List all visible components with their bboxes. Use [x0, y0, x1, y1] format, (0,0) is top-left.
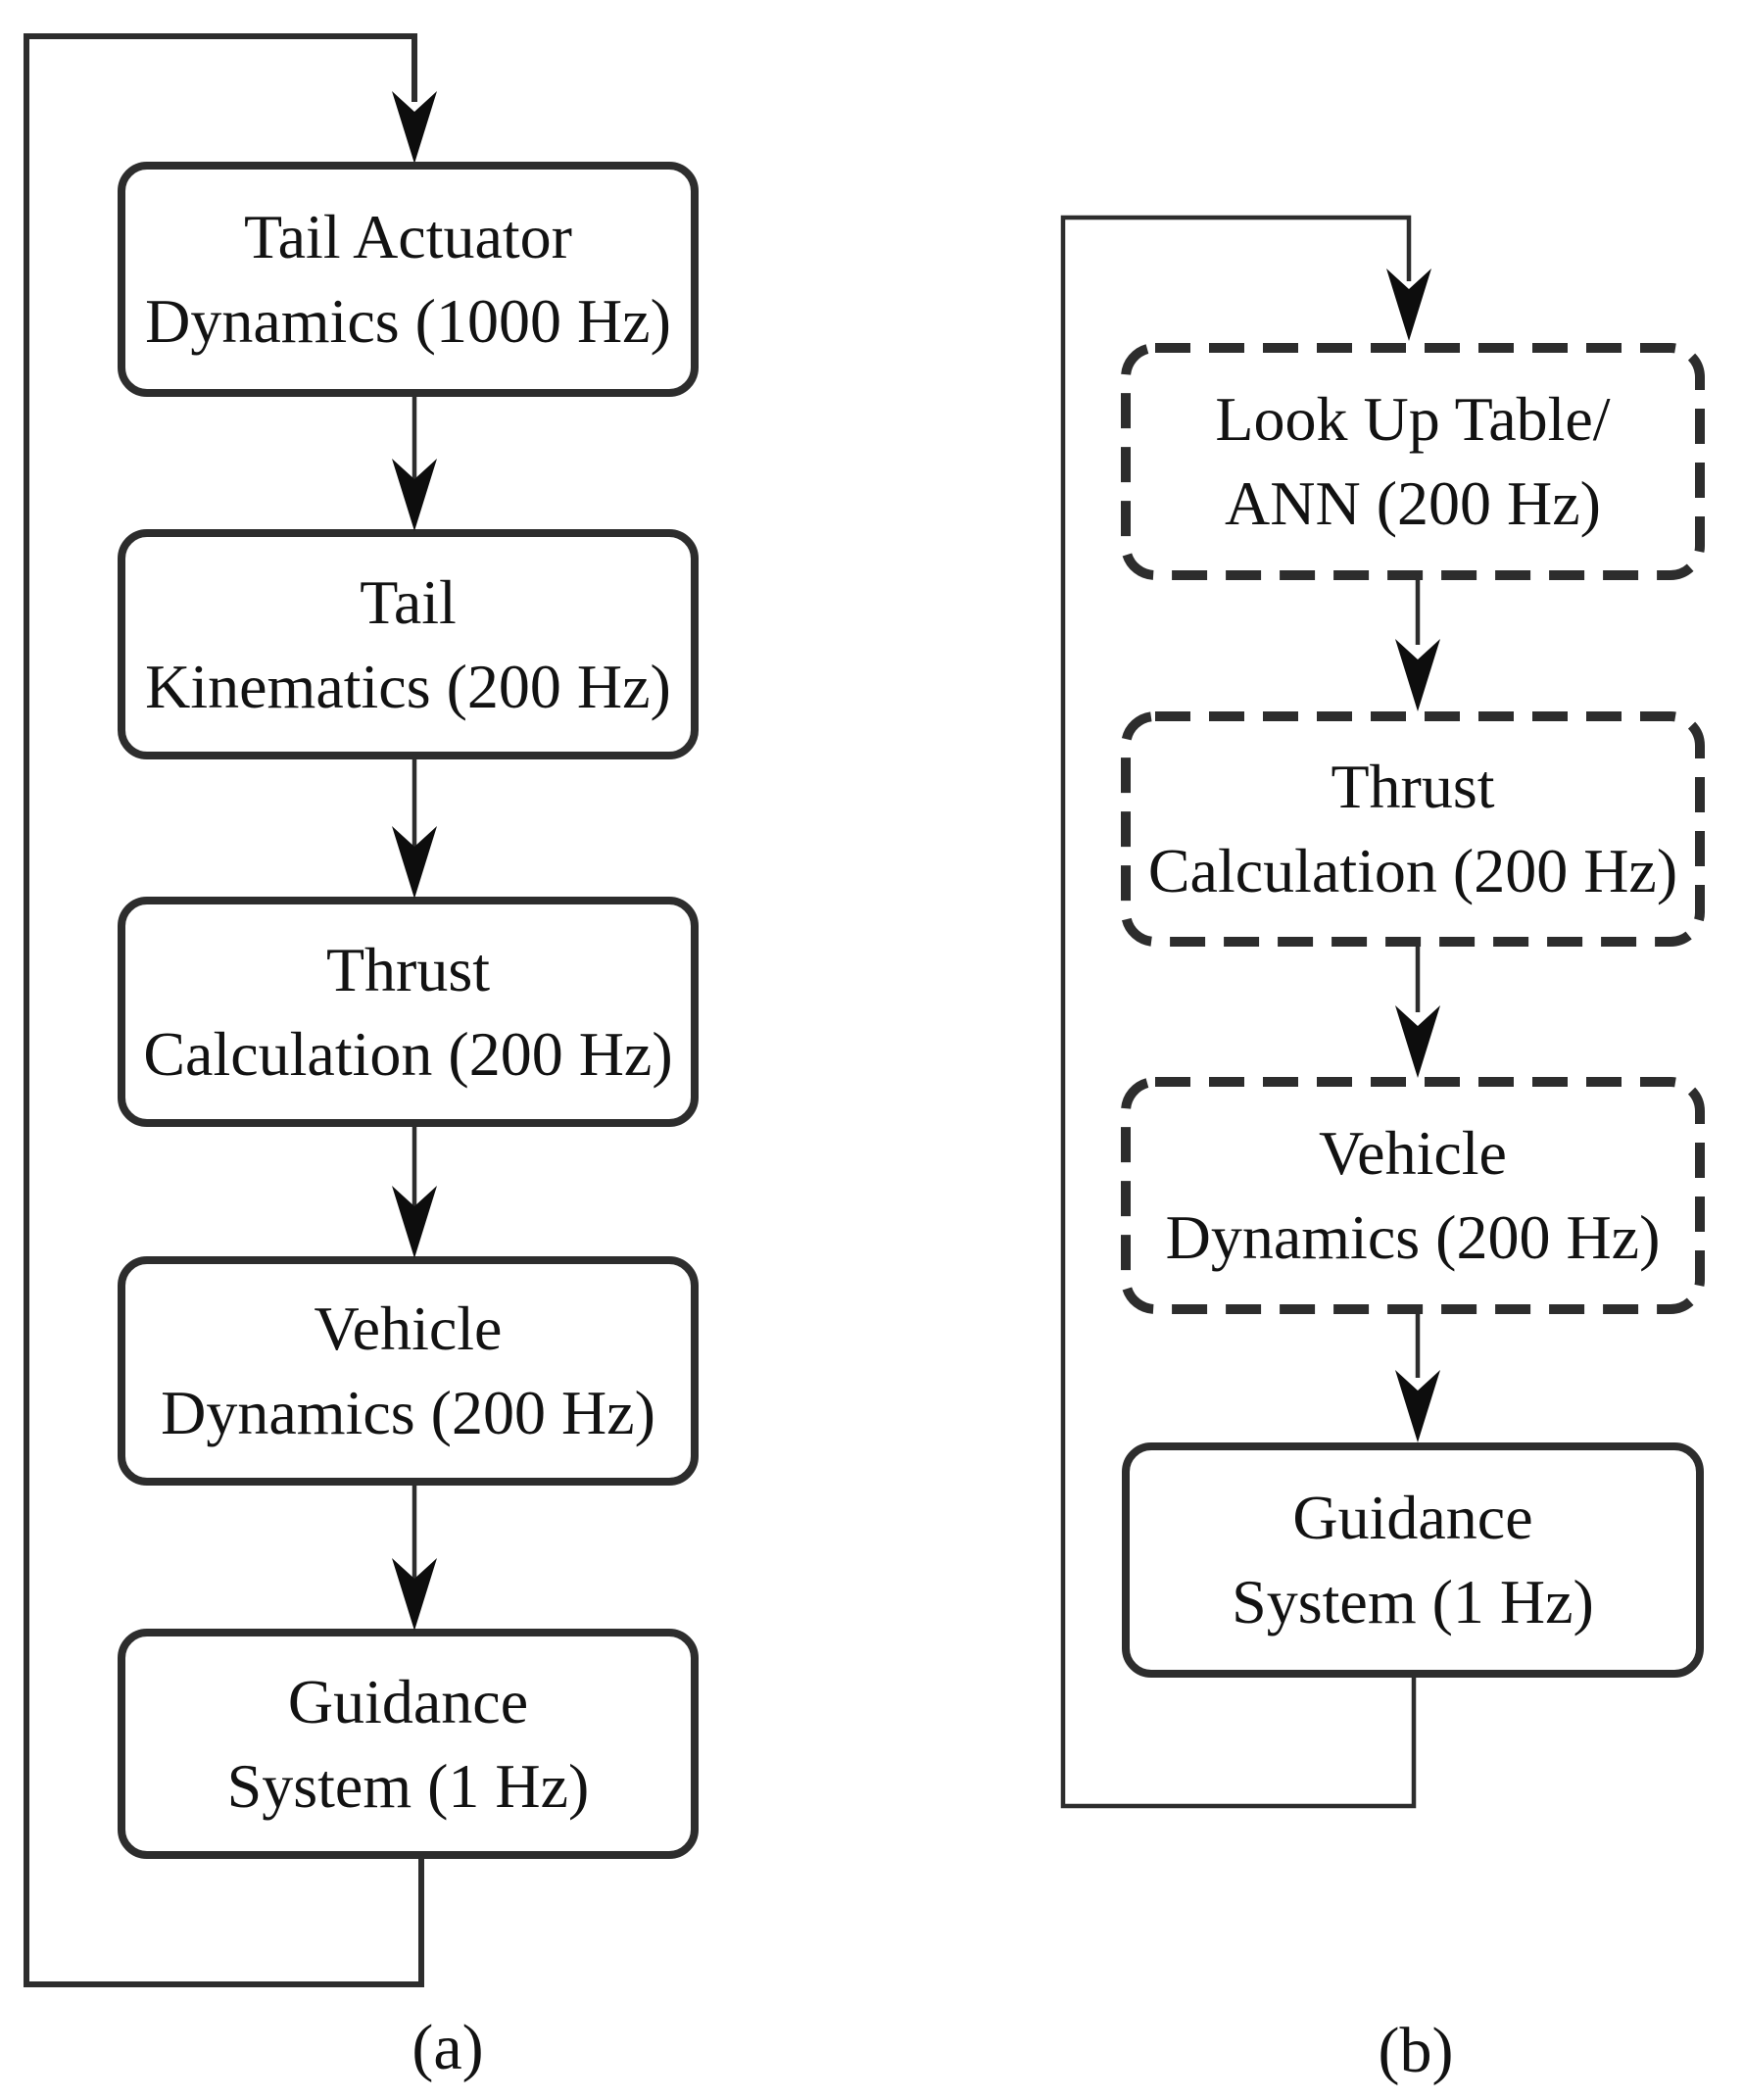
box-outline-guidance-system-a: [118, 1629, 699, 1859]
box-outline-tail-actuator-dynamics: [118, 162, 699, 397]
arrowhead-icon: [1395, 1005, 1440, 1078]
box-outline-tail-kinematics: [118, 529, 699, 759]
box-label-line: Vehicle: [1319, 1118, 1507, 1188]
box-label-line: System (1 Hz): [1232, 1567, 1594, 1636]
panel-b-flow-arrows: [1395, 578, 1440, 1442]
panel-b-boxes-outline: [1121, 343, 1705, 1678]
box-outline-lookup-table-ann: [1121, 343, 1705, 580]
box-thrust-calculation-b: Thrust Calculation (200 Hz): [1121, 712, 1705, 946]
box-label-line: Guidance: [287, 1666, 529, 1736]
box-label-line: Vehicle: [314, 1294, 503, 1363]
arrowhead-icon: [392, 459, 437, 531]
box-tail-kinematics: Tail Kinematics (200 Hz): [118, 529, 699, 759]
box-label-line: Calculation (200 Hz): [143, 1018, 673, 1089]
panel-b-feedback-loop: [1060, 215, 1431, 1809]
box-outline-thrust-calculation-b: [1121, 711, 1705, 947]
box-guidance-system-b: Guidance System (1 Hz): [1121, 1442, 1705, 1678]
box-label-line: Thrust: [325, 934, 491, 1004]
box-label-line: Tail: [360, 566, 457, 637]
panel-a-flow-arrows: [392, 395, 437, 1631]
box-lookup-table-ann: Look Up Table/ ANN (200 Hz): [1121, 343, 1705, 580]
box-label-line: Thrust: [1331, 752, 1495, 821]
box-label-line: Calculation (200 Hz): [1147, 836, 1678, 905]
arrowhead-icon: [392, 91, 437, 164]
box-vehicle-dynamics-a: Vehicle Dynamics (200 Hz): [118, 1256, 699, 1486]
box-label-line: Tail Actuator: [244, 202, 572, 271]
panel-a-caption: (a): [412, 2012, 484, 2083]
box-label-line: Guidance: [1292, 1483, 1533, 1552]
box-label-line: ANN (200 Hz): [1225, 468, 1601, 538]
arrowhead-icon: [1395, 1370, 1440, 1442]
arrowhead-icon: [392, 1558, 437, 1631]
box-vehicle-dynamics-b: Vehicle Dynamics (200 Hz): [1121, 1078, 1705, 1313]
box-label-line: Dynamics (200 Hz): [1165, 1202, 1661, 1272]
arrowhead-icon: [392, 1186, 437, 1258]
arrowhead-icon: [392, 826, 437, 899]
box-label-line: Look Up Table/: [1215, 384, 1611, 454]
box-outline-vehicle-dynamics-b: [1121, 1077, 1705, 1314]
box-guidance-system-a: Guidance System (1 Hz): [118, 1629, 699, 1859]
box-label-line: Dynamics (1000 Hz): [145, 286, 671, 356]
arrowhead-icon: [1386, 269, 1431, 341]
box-outline-guidance-system-b: [1122, 1442, 1704, 1678]
panel-b-caption: (b): [1378, 2015, 1454, 2086]
box-label-line: Kinematics (200 Hz): [145, 651, 671, 721]
box-outline-thrust-calculation-a: [118, 897, 699, 1127]
panel-a-boxes-outline: [118, 162, 699, 1859]
box-tail-actuator-dynamics: Tail Actuator Dynamics (1000 Hz): [118, 162, 699, 397]
box-thrust-calculation-a: Thrust Calculation (200 Hz): [118, 897, 699, 1127]
box-label-line: Dynamics (200 Hz): [161, 1378, 655, 1447]
box-outline-vehicle-dynamics-a: [118, 1256, 699, 1486]
panel-a-feedback-loop: [24, 33, 437, 1987]
arrowhead-icon: [1395, 639, 1440, 711]
box-label-line: System (1 Hz): [226, 1750, 590, 1821]
